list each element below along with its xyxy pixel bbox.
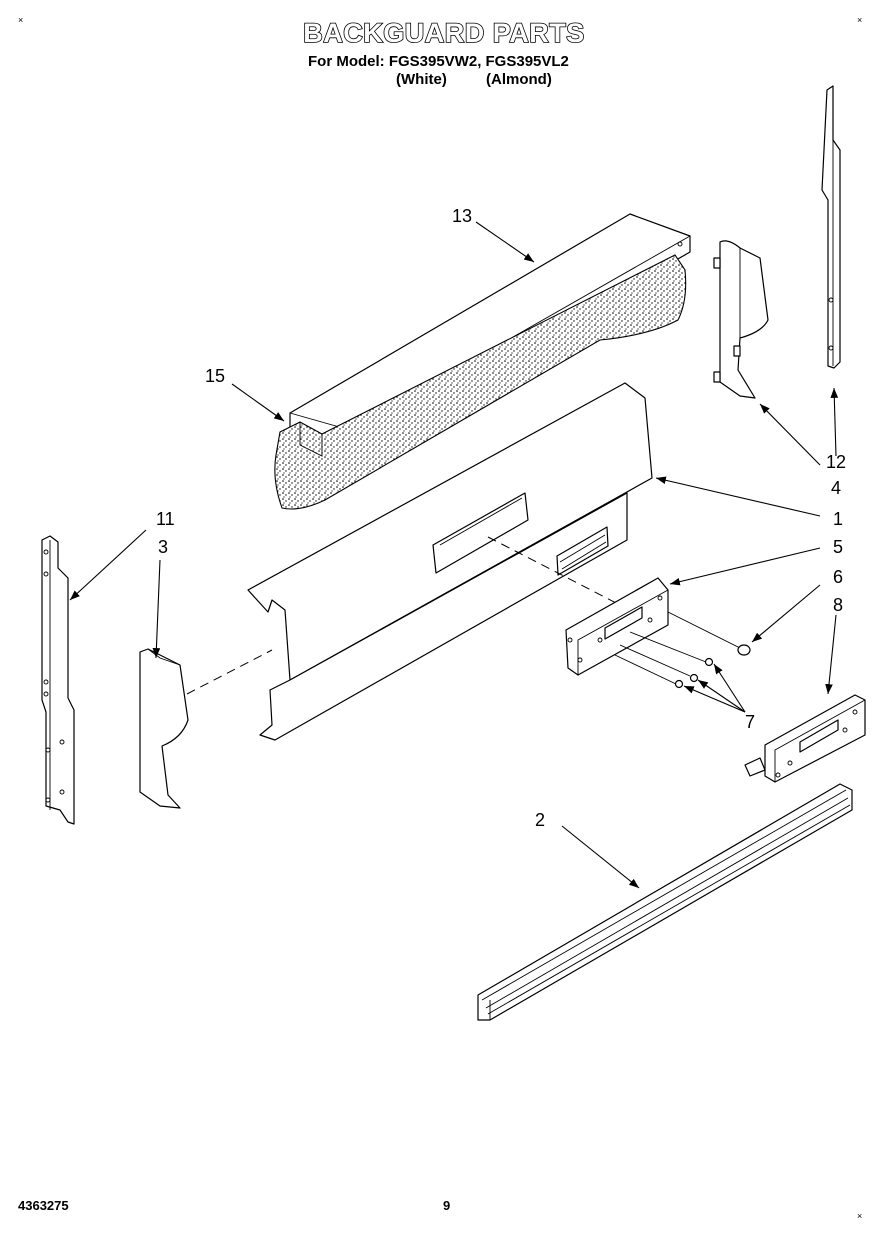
part-1-backguard-panel (247, 382, 653, 741)
part-4-right-end-cap (713, 240, 769, 399)
callout-8: 8 (833, 595, 843, 615)
callout-3: 3 (158, 537, 168, 557)
part-2-bottom-trim (477, 783, 853, 1021)
part-5-control-bracket (565, 577, 669, 676)
leader-lines (69, 221, 839, 889)
callout-13: 13 (452, 206, 472, 226)
corner-mark-top-left: × (18, 15, 24, 25)
variant-white: (White) (396, 71, 447, 88)
callout-11: 11 (156, 509, 175, 529)
document-number: 4363275 (18, 1198, 69, 1213)
callout-4: 4 (831, 478, 841, 498)
callout-6: 6 (833, 567, 843, 587)
callout-12: 12 (826, 452, 846, 472)
corner-mark-bottom-right: × (857, 1211, 863, 1221)
variant-almond: (Almond) (486, 71, 552, 88)
part-3-left-end-cap (139, 648, 189, 809)
part-6-knob (667, 611, 751, 656)
callout-1: 1 (833, 509, 843, 529)
callout-5: 5 (833, 537, 843, 557)
part-15-foam-insulation (274, 254, 687, 510)
page-title: BACKGUARD PARTS (302, 17, 585, 49)
model-line: For Model: FGS395VW2, FGS395VL2 (308, 53, 569, 70)
callout-7: 7 (745, 712, 755, 732)
corner-mark-top-right: × (857, 15, 863, 25)
part-8-control-bracket (744, 694, 866, 783)
part-11-left-side-bracket (41, 535, 75, 825)
page-number: 9 (443, 1198, 451, 1213)
callout-15: 15 (205, 366, 225, 386)
part-7-screws (614, 631, 714, 689)
part-12-right-side-bracket (821, 85, 841, 369)
callout-2: 2 (535, 810, 545, 830)
